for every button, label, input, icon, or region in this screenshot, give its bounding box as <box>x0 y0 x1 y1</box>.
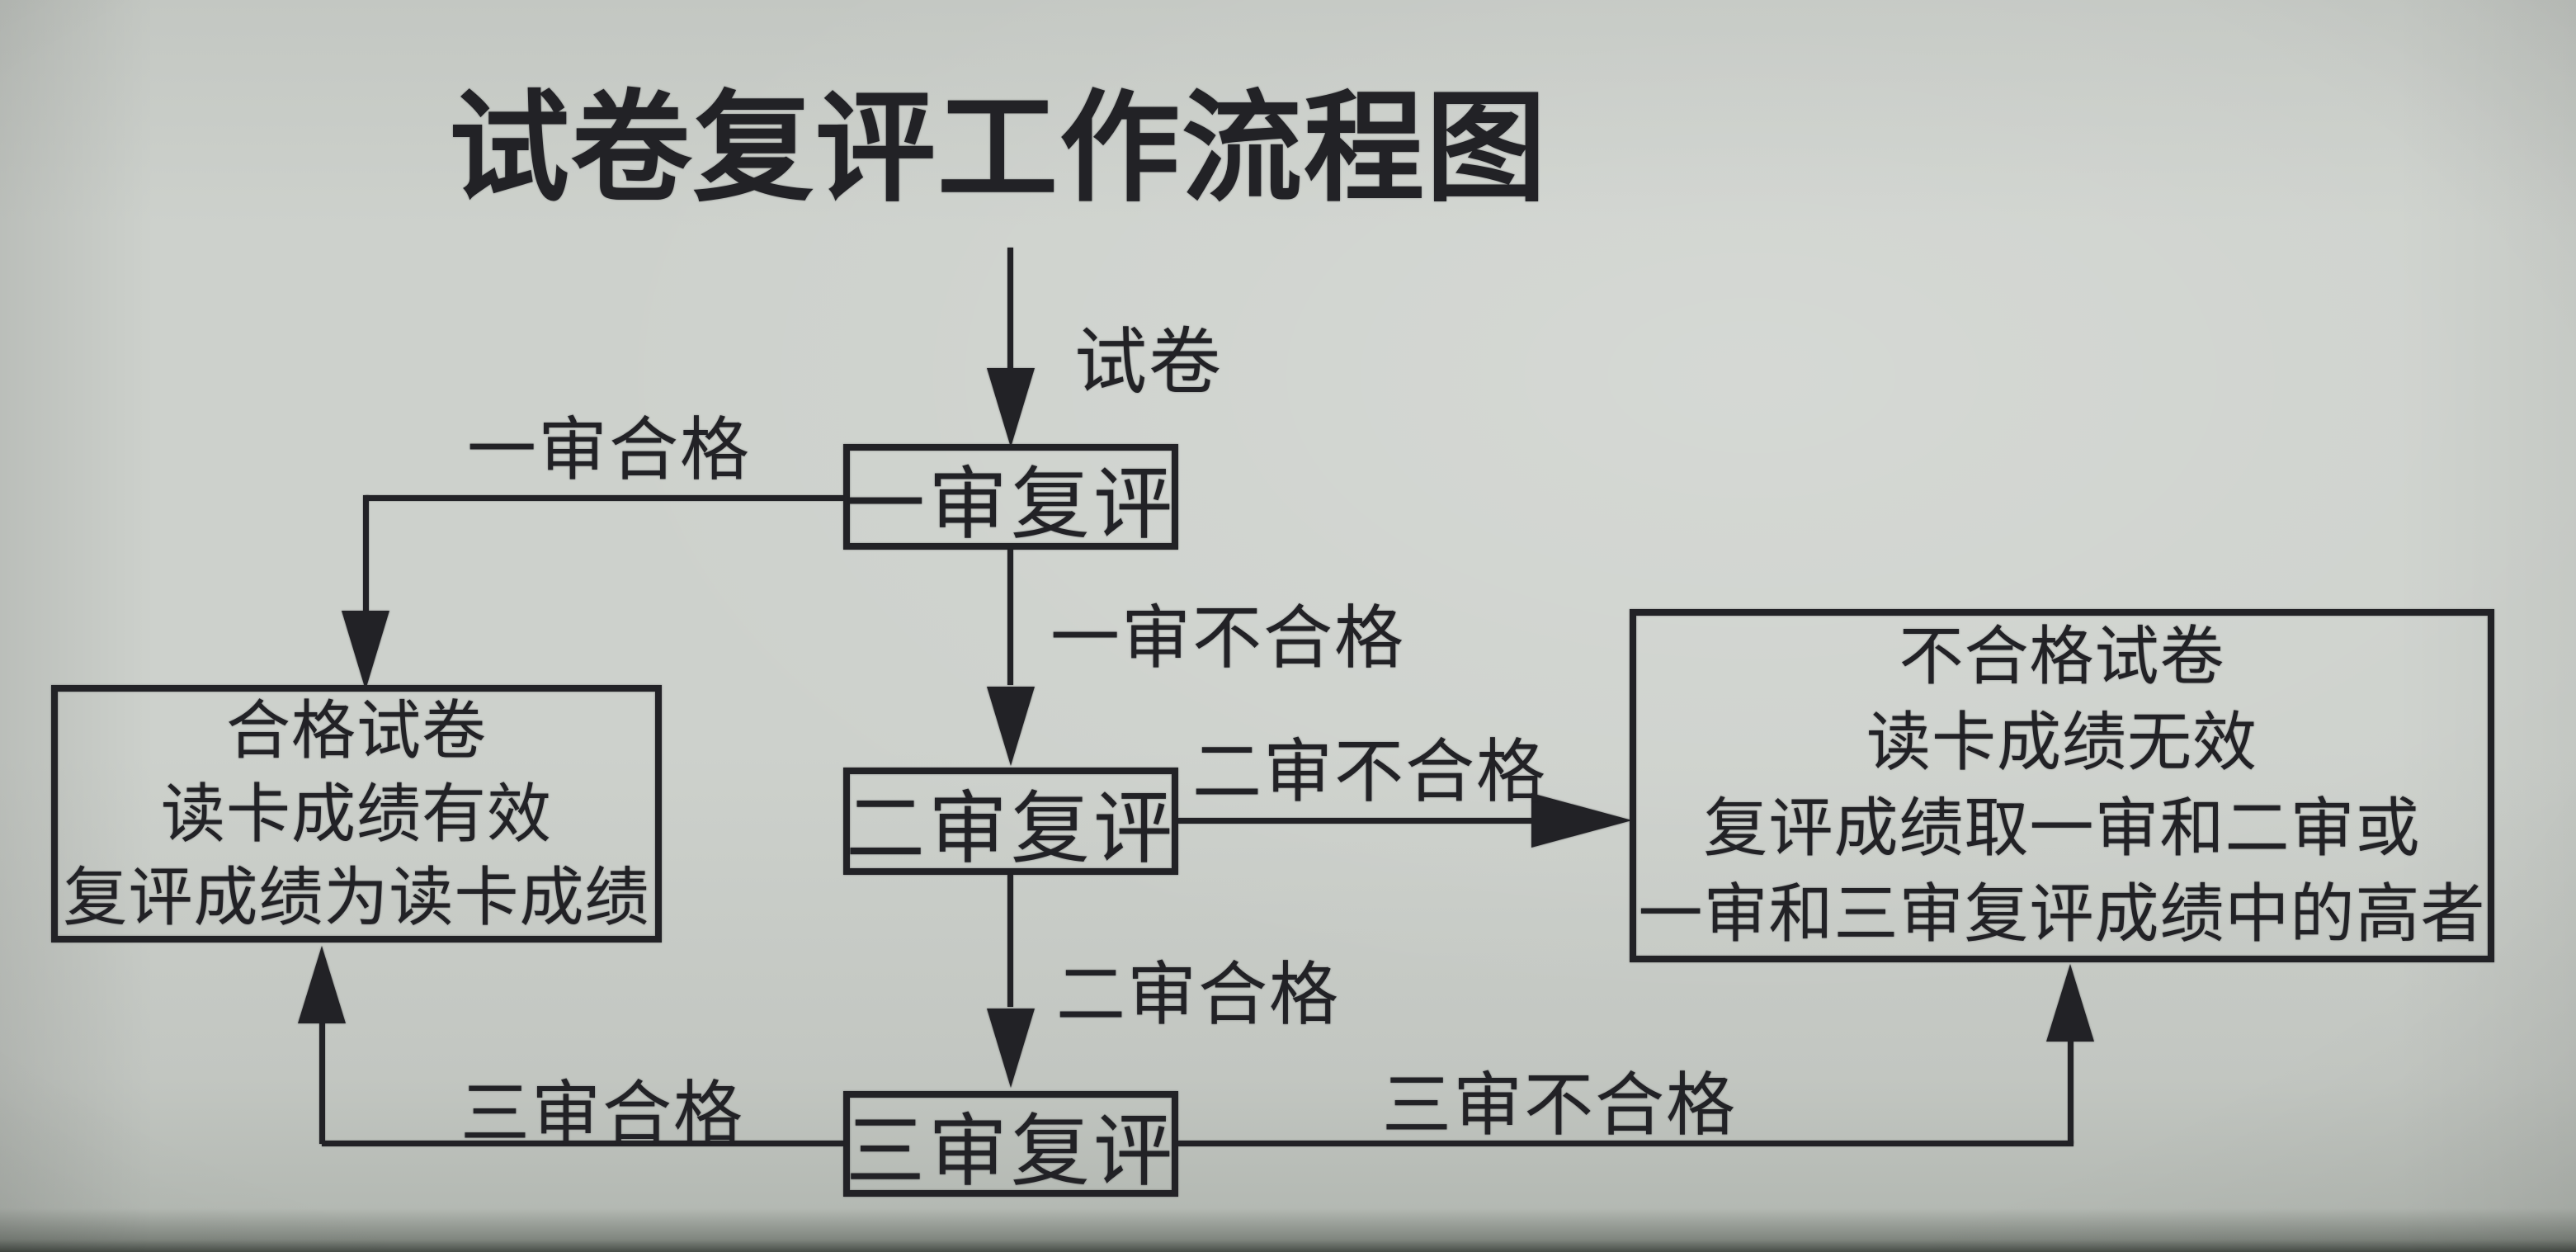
first-pass-label: 一审合格 <box>466 413 751 489</box>
second-fail-hline <box>1178 818 1541 824</box>
qualified-line-3: 复评成绩为读卡成绩 <box>63 861 650 933</box>
third-pass-hline <box>322 1141 843 1146</box>
node-third-review-label: 三审复评 <box>846 1107 1176 1196</box>
first-fail-vline <box>1007 550 1013 685</box>
third-fail-vline <box>2068 1038 2074 1144</box>
first-pass-hline <box>366 495 843 501</box>
first-fail-arrowhead-icon <box>987 687 1035 766</box>
second-fail-label: 二审不合格 <box>1191 735 1547 811</box>
first-fail-label: 一审不合格 <box>1050 601 1405 678</box>
node-second-review-box: 二审复评 <box>843 768 1178 875</box>
first-pass-arrowhead-icon <box>342 611 389 690</box>
unqualified-line-1: 不合格试卷 <box>1899 621 2225 692</box>
third-pass-arrowhead-icon <box>298 946 346 1023</box>
input-arrow-line <box>1007 248 1013 371</box>
second-fail-arrowhead-icon <box>1531 793 1632 848</box>
third-fail-arrowhead-icon <box>2046 964 2094 1042</box>
third-fail-label: 三审不合格 <box>1381 1068 1737 1145</box>
first-pass-vline <box>363 495 369 614</box>
node-first-review-label: 一审复评 <box>846 460 1176 549</box>
input-label: 试卷 <box>1073 324 1223 404</box>
second-pass-vline <box>1007 875 1013 1007</box>
node-qualified-box: 合格试卷 读卡成绩有效 复评成绩为读卡成绩 <box>51 685 662 943</box>
qualified-line-2: 读卡成绩有效 <box>160 777 552 850</box>
third-pass-label: 三审合格 <box>460 1076 744 1153</box>
node-second-review-label: 二审复评 <box>846 784 1176 873</box>
node-third-review-box: 三审复评 <box>843 1091 1178 1197</box>
third-fail-hline <box>1178 1141 2074 1146</box>
second-pass-label: 二审合格 <box>1055 957 1340 1034</box>
flowchart-title: 试卷复评工作流程图 <box>449 83 1548 216</box>
unqualified-line-2: 读卡成绩无效 <box>1866 706 2258 778</box>
unqualified-line-3: 复评成绩取一审和二审或 <box>1703 792 2421 864</box>
second-pass-arrowhead-icon <box>987 1009 1035 1088</box>
unqualified-line-4: 一审和三审复评成绩中的高者 <box>1638 878 2486 950</box>
node-first-review-box: 一审复评 <box>843 444 1178 550</box>
third-pass-vline <box>319 1020 325 1144</box>
input-arrowhead-icon <box>987 368 1035 447</box>
qualified-line-1: 合格试卷 <box>225 694 487 767</box>
node-unqualified-box: 不合格试卷 读卡成绩无效 复评成绩取一审和二审或 一审和三审复评成绩中的高者 <box>1630 609 2494 962</box>
